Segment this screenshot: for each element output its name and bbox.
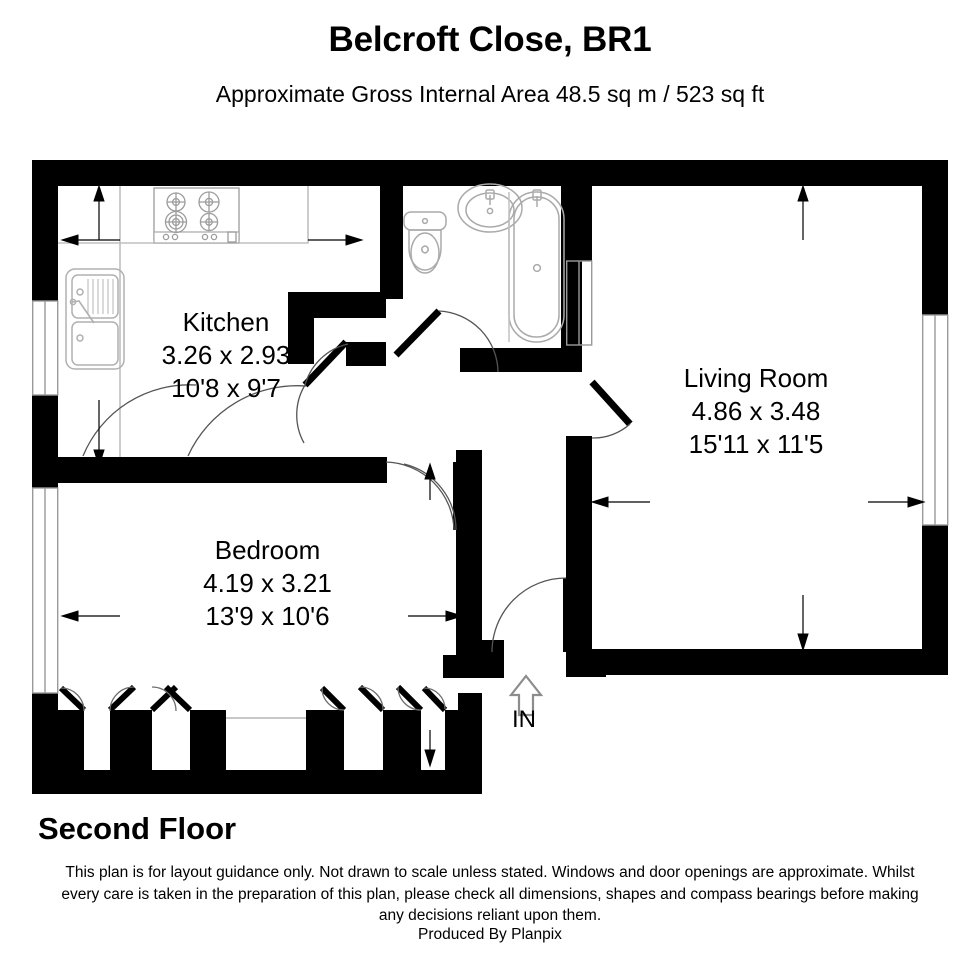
door-hall-arc-left bbox=[82, 384, 197, 457]
room-label-bedroom: Bedroom 4.19 x 3.21 13'9 x 10'6 bbox=[165, 534, 370, 633]
bay-pier-4 bbox=[306, 710, 344, 772]
wall-bedroom-hall-vert bbox=[456, 450, 482, 655]
wall-kitchen-door-jamb bbox=[346, 342, 386, 366]
window-left-bedroom bbox=[32, 487, 59, 694]
bathtub-icon bbox=[508, 189, 565, 343]
door-kitchen bbox=[296, 339, 349, 444]
bedroom-name: Bedroom bbox=[214, 535, 321, 565]
walls bbox=[32, 160, 949, 794]
living-dim-metric: 4.86 x 3.48 bbox=[691, 396, 821, 426]
wall-hall-entry-left bbox=[443, 655, 504, 678]
bay-pier-1 bbox=[58, 710, 84, 772]
window-living-left bbox=[566, 260, 593, 346]
dimension-arrows bbox=[60, 184, 926, 768]
room-label-kitchen: Kitchen 3.26 x 2.93 10'8 x 9'7 bbox=[126, 306, 326, 405]
wall-living-bottom bbox=[566, 649, 948, 675]
dim-bedroom-vertical bbox=[424, 462, 436, 768]
dim-living-vertical bbox=[797, 184, 809, 652]
doors bbox=[82, 308, 633, 653]
living-name: Living Room bbox=[683, 363, 829, 393]
window-left-kitchen bbox=[32, 300, 59, 396]
bay-pier-2 bbox=[110, 710, 152, 772]
toilet-icon bbox=[403, 211, 447, 274]
wall-bedroom-bottom bbox=[32, 770, 482, 794]
page-subtitle: Approximate Gross Internal Area 48.5 sq … bbox=[215, 81, 765, 107]
wall-kitchen-nib bbox=[288, 292, 386, 318]
wall-right-upper bbox=[922, 160, 948, 315]
floor-label: Second Floor bbox=[38, 811, 237, 846]
bedroom-dim-imperial: 13'9 x 10'6 bbox=[205, 601, 330, 631]
kitchen-name: Kitchen bbox=[182, 307, 270, 337]
bay-pier-5 bbox=[383, 710, 421, 772]
dim-kitchen-vertical bbox=[93, 184, 105, 468]
page-title: Belcroft Close, BR1 bbox=[328, 20, 652, 59]
window-right-living bbox=[922, 314, 949, 526]
bay-pier-3 bbox=[190, 710, 226, 772]
wall-top-exterior bbox=[32, 160, 948, 186]
bay-pier-6 bbox=[445, 710, 482, 772]
dim-living-horizontal bbox=[590, 496, 926, 508]
producer-text: Produced By Planpix bbox=[418, 926, 562, 943]
entrance-arrow-icon bbox=[508, 674, 544, 717]
door-hall-arc-left2 bbox=[187, 385, 307, 457]
door-bathroom bbox=[393, 308, 499, 373]
dim-bedroom-horizontal bbox=[60, 610, 464, 622]
hob-icon bbox=[153, 187, 240, 244]
wall-living-left-lower bbox=[566, 436, 592, 675]
door-bedroom bbox=[385, 461, 459, 531]
bedroom-dim-metric: 4.19 x 3.21 bbox=[203, 568, 332, 598]
dim-kitchen-horizontal bbox=[60, 234, 364, 246]
washbasin-icon bbox=[457, 183, 523, 233]
door-entrance bbox=[491, 577, 569, 653]
entrance-label: IN bbox=[512, 706, 536, 733]
living-dim-imperial: 15'11 x 11'5 bbox=[688, 429, 824, 459]
wall-entry-right bbox=[566, 649, 606, 677]
disclaimer-text: This plan is for layout guidance only. N… bbox=[61, 864, 919, 924]
bay-window-casements bbox=[58, 684, 448, 713]
room-label-living: Living Room 4.86 x 3.48 15'11 x 11'5 bbox=[651, 362, 861, 461]
sink-icon bbox=[65, 268, 125, 370]
wall-living-left-upper bbox=[566, 186, 592, 261]
kitchen-dim-imperial: 10'8 x 9'7 bbox=[171, 373, 281, 403]
wall-kitchen-bottom bbox=[32, 457, 387, 483]
kitchen-dim-metric: 3.26 x 2.93 bbox=[161, 340, 291, 370]
door-living-room bbox=[589, 379, 633, 439]
wall-bathroom-left bbox=[380, 186, 403, 299]
wall-left-upper bbox=[32, 160, 58, 301]
